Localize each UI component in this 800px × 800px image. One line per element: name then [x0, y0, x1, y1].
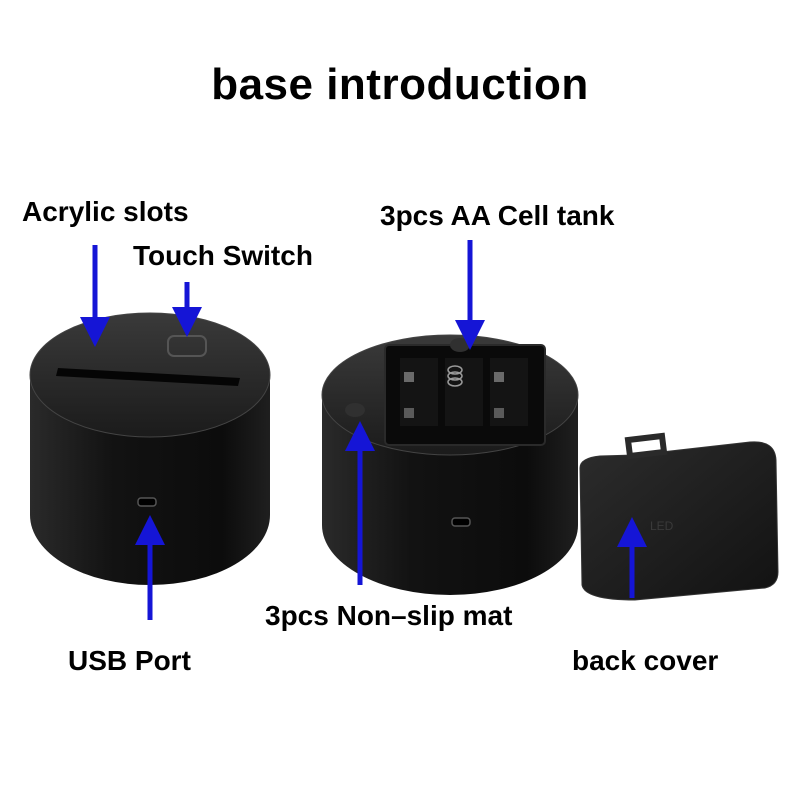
lamp-base-open-battery [321, 334, 579, 595]
label-touch-switch: Touch Switch [133, 240, 313, 271]
battery-compartment [384, 344, 546, 446]
label-cell-tank: 3pcs AA Cell tank [380, 200, 615, 231]
label-acrylic-slots: Acrylic slots [22, 196, 189, 227]
page-title: base introduction [211, 60, 589, 109]
battery-back-cover: LED [579, 432, 779, 601]
usb-port [137, 497, 157, 507]
label-back-cover: back cover [572, 645, 719, 676]
svg-text:LED: LED [650, 519, 674, 533]
label-non-slip-mat: 3pcs Non–slip mat [265, 600, 513, 631]
usb-port [451, 517, 471, 527]
label-usb-port: USB Port [68, 645, 191, 676]
spring-contact [447, 365, 463, 387]
annotation-arrows [80, 240, 647, 620]
acrylic-slot [56, 368, 240, 386]
